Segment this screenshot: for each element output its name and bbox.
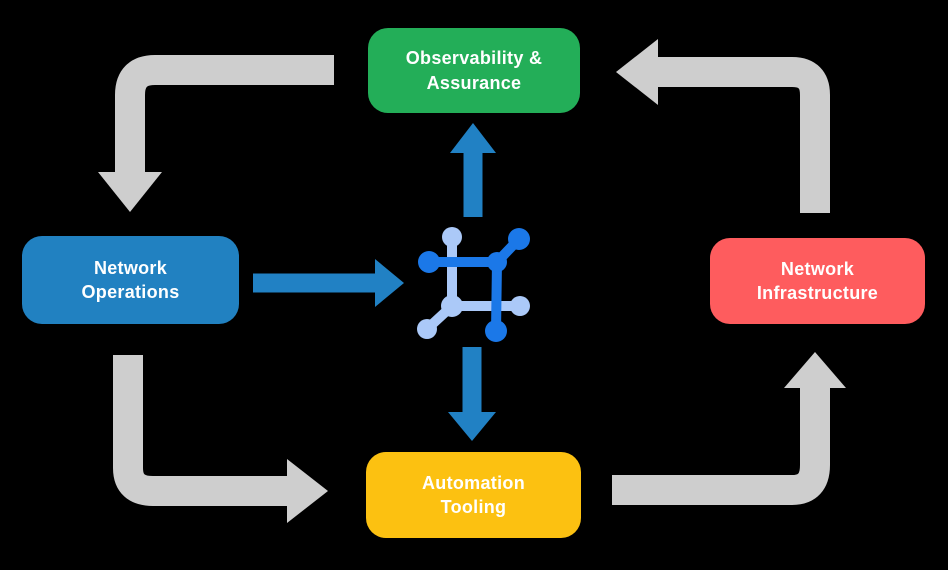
network-fabric-icon: [417, 227, 530, 342]
arrow-center-to-observability: [450, 123, 496, 217]
node-observability-assurance-label: Observability & Assurance: [405, 48, 543, 93]
node-network-infrastructure: Network Infrastructure: [710, 238, 925, 324]
node-network-operations: Network Operations: [22, 236, 239, 324]
node-automation-tooling-label: Automation Tooling: [422, 472, 525, 517]
arrow-infrastructure-to-observability: [616, 39, 830, 213]
arrow-automation-to-infrastructure: [612, 352, 846, 505]
node-automation-tooling: Automation Tooling: [366, 452, 581, 538]
node-network-operations-label: Network Operations: [81, 257, 180, 302]
network-fabric-icon-dark-part: [418, 228, 530, 342]
node-network-infrastructure-label: Network Infrastructure: [756, 258, 879, 303]
arrow-operations-to-automation: [113, 355, 328, 523]
node-observability-assurance: Observability & Assurance: [368, 28, 580, 113]
arrow-center-to-automation: [448, 347, 496, 441]
arrow-operations-to-center: [253, 259, 404, 307]
arrow-observability-to-operations: [98, 55, 334, 212]
